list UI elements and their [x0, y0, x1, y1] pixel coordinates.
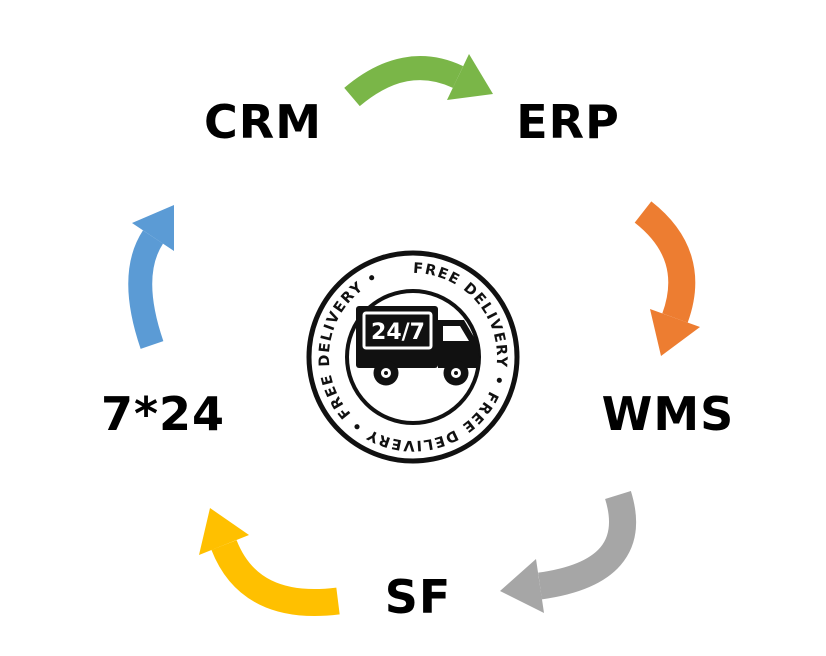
truck-window: [443, 326, 469, 341]
arrow-sf-to-724-head: [199, 508, 249, 555]
arrow-erp-to-wms-head: [650, 309, 700, 356]
node-label-sf: SF: [384, 570, 452, 624]
free-delivery-badge: FREE DELIVERY • FREE DELIVERY • FREE DEL…: [306, 250, 520, 464]
arrow-724-to-crm: [128, 205, 174, 349]
arrow-erp-to-wms: [634, 201, 700, 356]
arrow-crm-to-erp-shaft: [344, 56, 464, 107]
truck-24-7-label: 24/7: [371, 320, 425, 345]
node-label-erp: ERP: [516, 95, 620, 149]
arrow-erp-to-wms-shaft: [634, 201, 696, 323]
arrow-sf-to-724-shaft: [211, 539, 340, 617]
arrow-wms-to-sf-head: [500, 559, 544, 613]
truck-wheel-rear-axle: [384, 371, 388, 375]
arrow-crm-to-erp-head: [447, 54, 493, 100]
arrow-sf-to-724: [199, 508, 340, 617]
arrow-wms-to-sf-shaft: [537, 490, 636, 600]
delivery-truck-icon: 24/7: [356, 306, 480, 386]
arrow-wms-to-sf: [500, 490, 636, 613]
truck-box: [356, 306, 438, 368]
node-label-wms: WMS: [601, 387, 735, 441]
arrow-724-to-crm-shaft: [128, 230, 164, 349]
node-label-crm: CRM: [204, 95, 322, 149]
node-label-7-24: 7*24: [100, 387, 226, 441]
arrow-724-to-crm-head: [132, 205, 174, 251]
truck-wheel-front-axle: [454, 371, 458, 375]
truck-box-frame: [362, 311, 433, 350]
arrow-crm-to-erp: [344, 54, 493, 107]
